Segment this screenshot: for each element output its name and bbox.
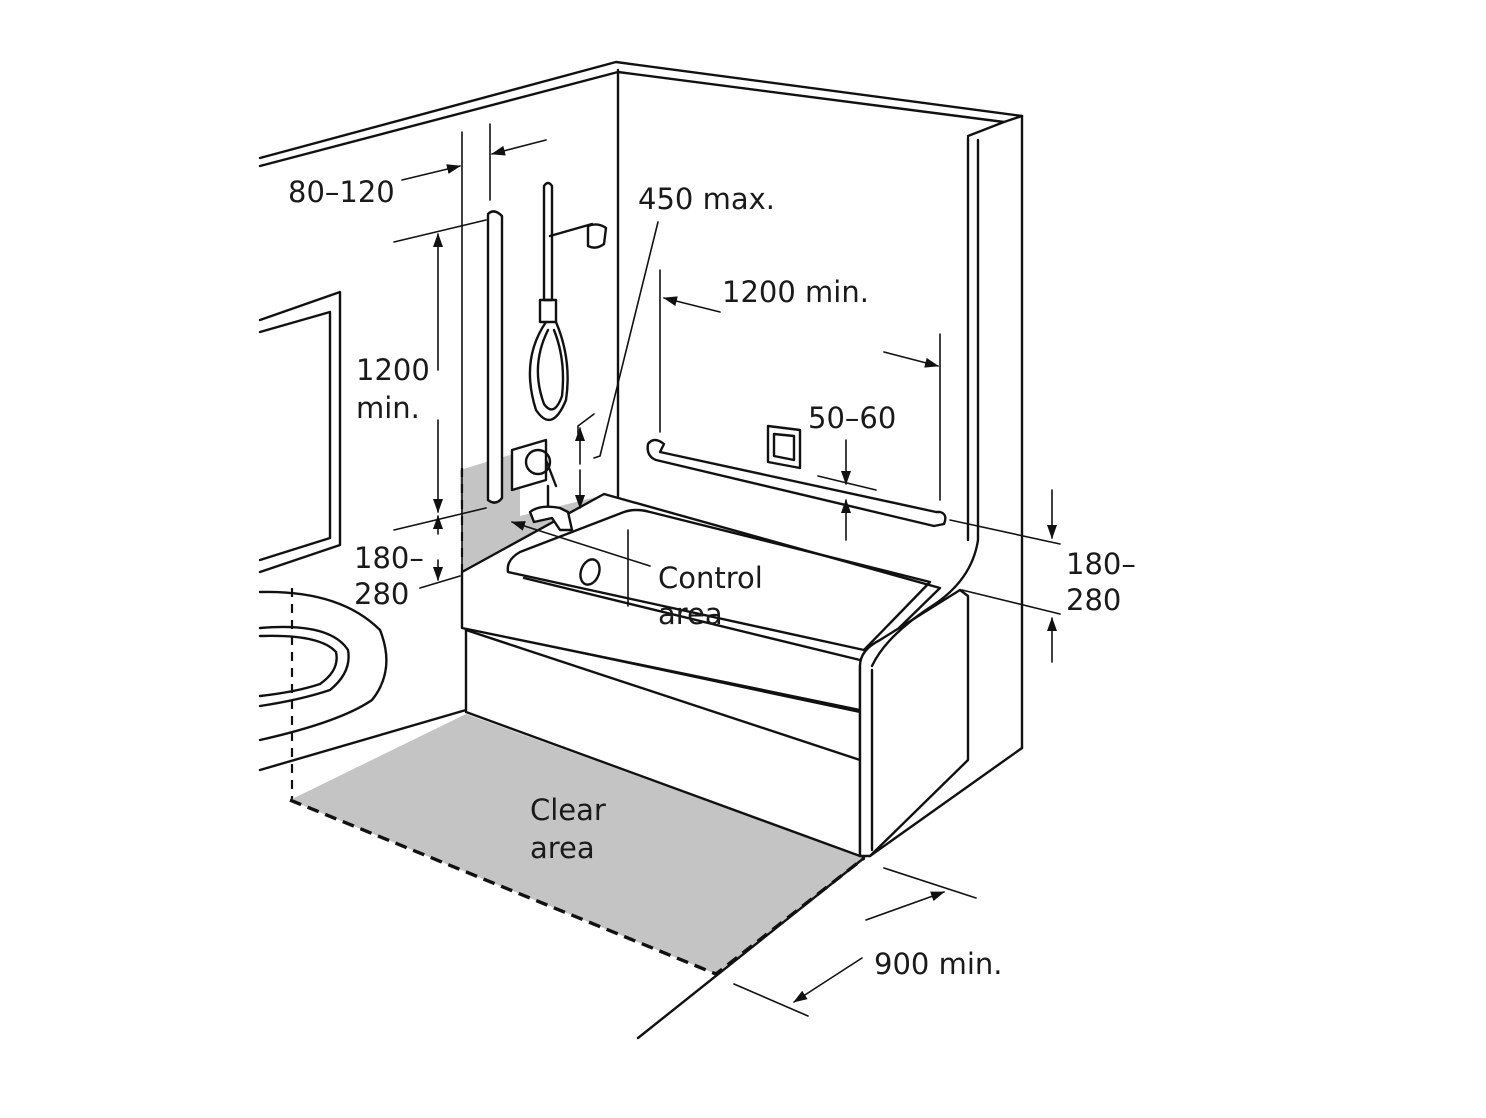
label-control-area-line1: Control bbox=[658, 561, 763, 595]
label-grab-bar-offset: 80–120 bbox=[288, 175, 395, 209]
toilet bbox=[258, 588, 388, 800]
shower-hose-right bbox=[870, 138, 980, 668]
label-right-height-line2: 280 bbox=[1066, 583, 1121, 617]
hand-shower bbox=[528, 181, 608, 422]
dimension-lines bbox=[393, 123, 1061, 1040]
label-left-height-line1: 180– bbox=[354, 541, 424, 575]
clear-area-patch bbox=[289, 714, 866, 976]
vertical-grab-bar bbox=[486, 210, 504, 504]
label-right-height-line1: 180– bbox=[1066, 547, 1136, 581]
label-vertical-bar-length-line2: min. bbox=[356, 391, 420, 425]
label-vertical-bar-length-line1: 1200 bbox=[356, 353, 430, 387]
label-shower-height-max: 450 max. bbox=[638, 182, 775, 216]
label-clear-area-line1: Clear bbox=[530, 793, 606, 827]
shower-mixer bbox=[510, 438, 574, 532]
label-left-height-line2: 280 bbox=[354, 577, 409, 611]
mirror bbox=[258, 290, 342, 574]
label-back-bar-length: 1200 min. bbox=[722, 275, 869, 309]
horizontal-grab-bar bbox=[646, 438, 947, 528]
label-bar-clearance: 50–60 bbox=[808, 401, 896, 435]
label-control-area-line2: area bbox=[658, 597, 723, 631]
label-clear-area-line2: area bbox=[530, 831, 595, 865]
wall-outlines bbox=[258, 60, 1024, 858]
soap-dish bbox=[766, 424, 802, 470]
label-clear-depth: 900 min. bbox=[874, 947, 1002, 981]
bathtub bbox=[460, 492, 970, 858]
dimension-labels: 80–120 450 max. 1200 min. 1200 min. 50–6… bbox=[288, 175, 1136, 981]
